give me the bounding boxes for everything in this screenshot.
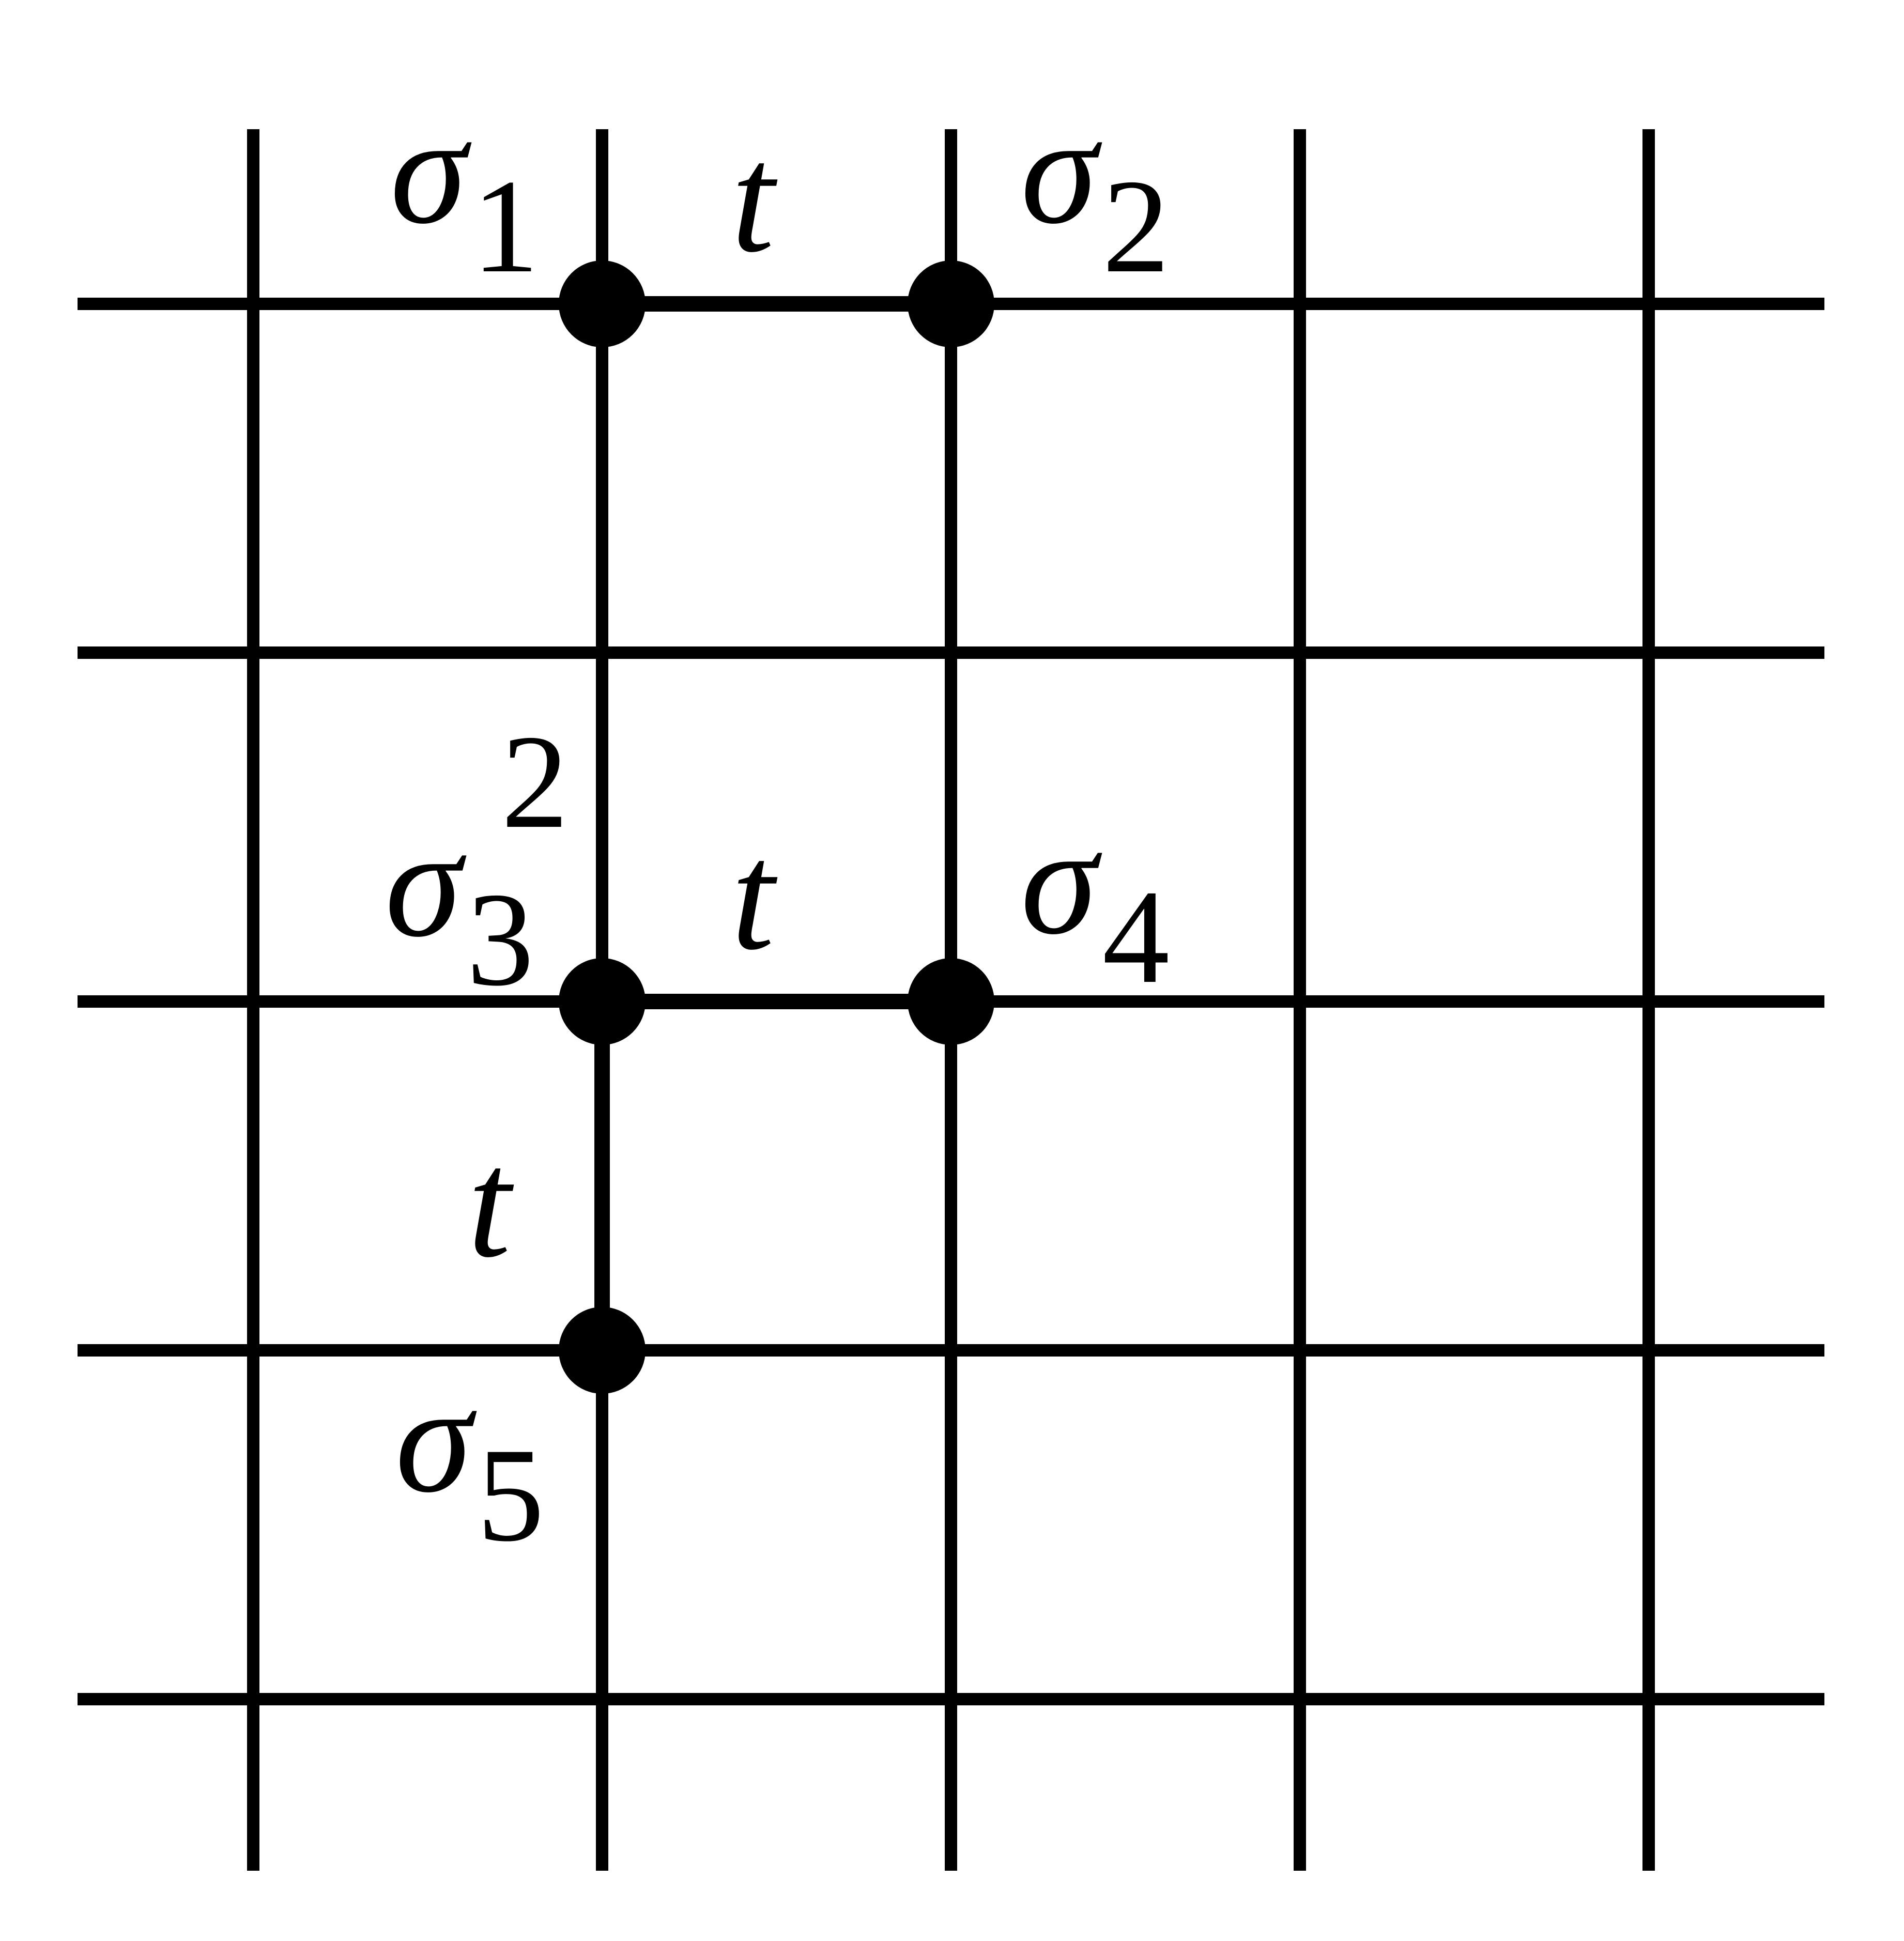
site-label-sigma4: σ4 [1021, 795, 1170, 1011]
site-label-sigma3: σ3 [385, 797, 534, 1014]
site-dot-sigma1 [559, 260, 646, 347]
diagram-labels: σ1 σ2 σ3 2 σ4 σ5 t t t [385, 84, 1170, 1569]
hopping-bonds [594, 296, 951, 1350]
site-dot-sigma2 [908, 260, 994, 347]
bond-label-sigma3-sigma4: t [731, 810, 780, 982]
site-label-sigma1: σ1 [390, 84, 539, 301]
site-dot-sigma5 [559, 1307, 646, 1394]
site-label-sigma2: σ2 [1021, 84, 1170, 301]
site-label-sigma5: σ5 [395, 1353, 544, 1569]
bond-label-sigma1-sigma2: t [731, 113, 780, 284]
site-dot-sigma3 [559, 958, 646, 1045]
bond-label-sigma3-sigma5: t [468, 1118, 516, 1289]
lattice-sites [559, 260, 994, 1394]
site-label-sigma3-exponent: 2 [501, 707, 569, 856]
site-dot-sigma4 [908, 958, 994, 1045]
